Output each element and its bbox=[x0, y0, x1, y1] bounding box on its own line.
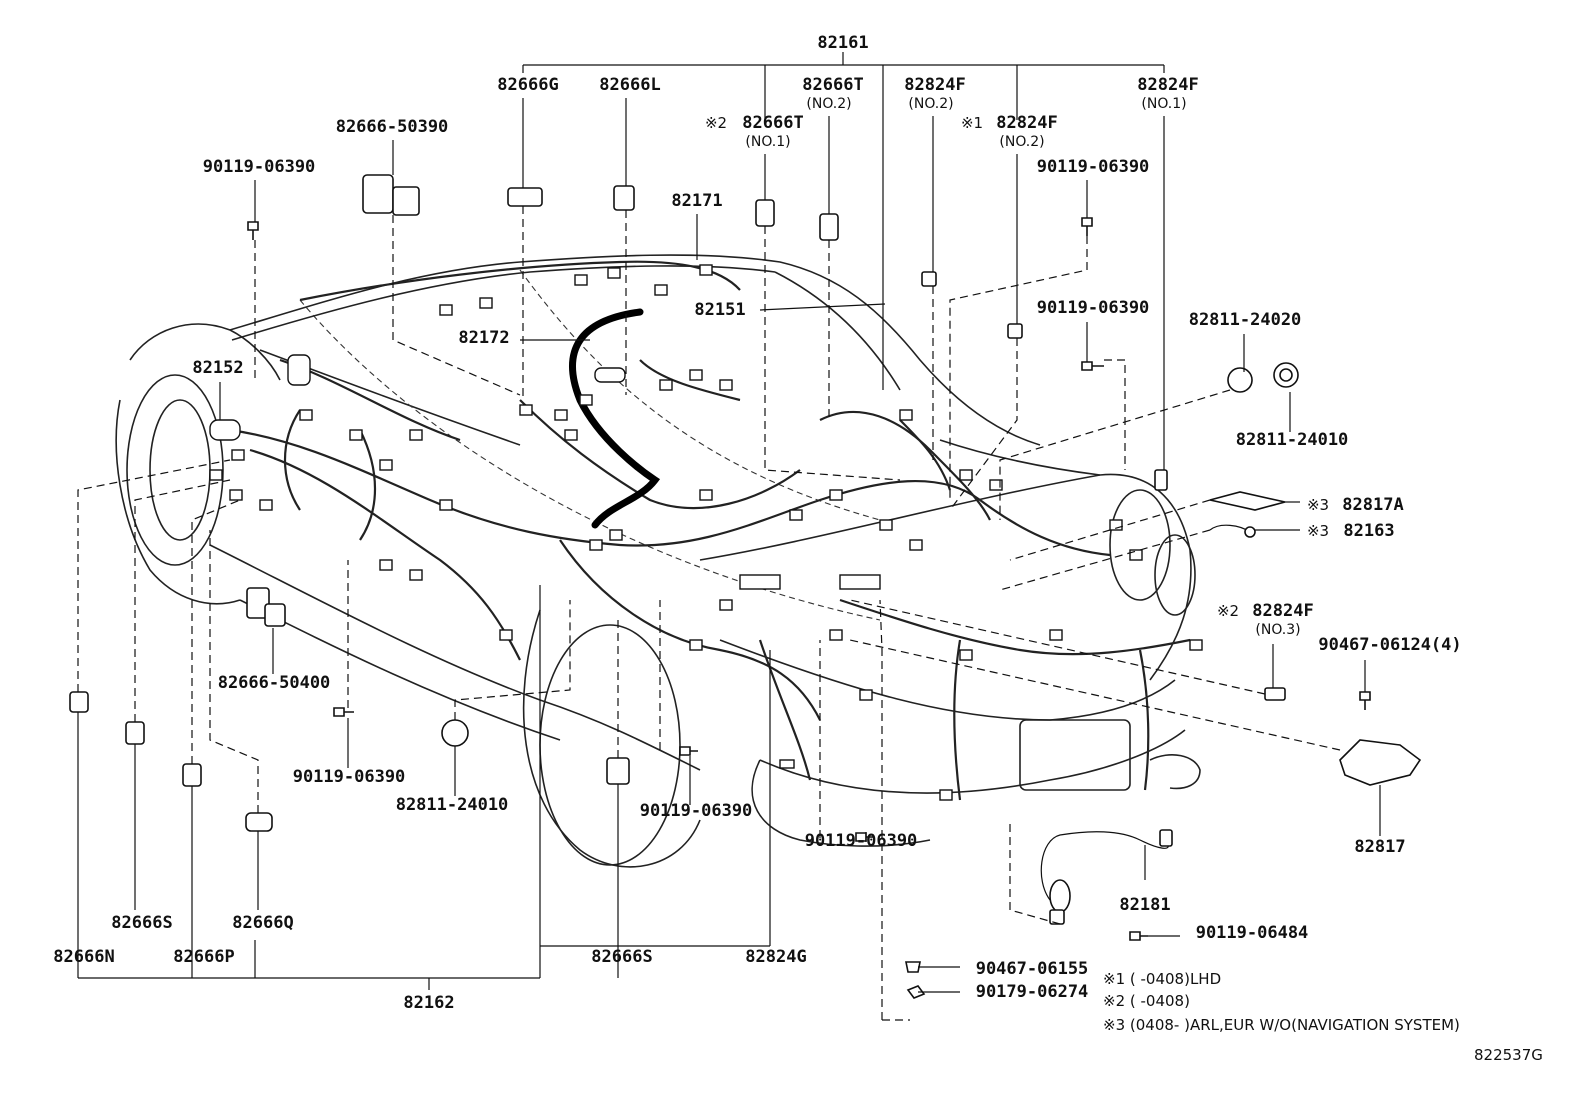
part-label: 82151 bbox=[694, 300, 745, 320]
part-label: 90119-06390 bbox=[203, 157, 316, 177]
part-label: ※1 bbox=[961, 114, 983, 132]
part-label: (NO.1) bbox=[1141, 96, 1186, 112]
part-label: 82666-50400 bbox=[218, 673, 331, 693]
part-label: 82666N bbox=[53, 947, 114, 967]
part-label: 82152 bbox=[192, 358, 243, 378]
part-label: 90119-06390 bbox=[1037, 157, 1150, 177]
part-label: ※2 bbox=[705, 114, 727, 132]
car-body bbox=[115, 254, 1201, 868]
part-label: 82666P bbox=[173, 947, 234, 967]
part-label: 82161 bbox=[817, 33, 868, 53]
part-label: 82811-24010 bbox=[396, 795, 509, 815]
part-label: 82666Q bbox=[232, 913, 293, 933]
part-label: 82811-24010 bbox=[1236, 430, 1349, 450]
part-label: ※2 bbox=[1217, 602, 1239, 620]
part-label: 90119-06484 bbox=[1196, 923, 1309, 943]
part-label: 82666T bbox=[742, 113, 803, 133]
part-label: 90119-06390 bbox=[1037, 298, 1150, 318]
part-label: 82824F bbox=[1252, 601, 1313, 621]
wire-harness bbox=[229, 260, 1191, 801]
part-label: (NO.2) bbox=[908, 96, 953, 112]
part-label: 90467-06124(4) bbox=[1318, 635, 1461, 655]
part-label: 82171 bbox=[671, 191, 722, 211]
dashed-guides bbox=[77, 206, 1341, 1021]
part-label: 82181 bbox=[1119, 895, 1170, 915]
part-label: 82163 bbox=[1343, 521, 1394, 541]
loose-parts bbox=[69, 174, 1422, 999]
part-label: 90119-06390 bbox=[805, 831, 918, 851]
part-label: 82666L bbox=[599, 75, 660, 95]
footnote: ※2 ( -0408) bbox=[1103, 992, 1190, 1010]
part-label: 82666S bbox=[591, 947, 652, 967]
part-label: 82172 bbox=[458, 328, 509, 348]
part-label: 82162 bbox=[403, 993, 454, 1013]
part-label: 82817A bbox=[1342, 495, 1403, 515]
footnote: ※1 ( -0408)LHD bbox=[1103, 970, 1221, 988]
part-label: (NO.1) bbox=[745, 134, 790, 150]
part-label: 82666T bbox=[802, 75, 863, 95]
harness-connectors bbox=[209, 264, 1203, 801]
part-label: 90179-06274 bbox=[976, 982, 1089, 1002]
leader-lines bbox=[77, 52, 1381, 993]
footnote: 822537G bbox=[1474, 1046, 1543, 1064]
part-label: 90467-06155 bbox=[976, 959, 1089, 979]
part-label: 82824F bbox=[1137, 75, 1198, 95]
part-label: ※3 bbox=[1307, 522, 1329, 540]
part-label: 82666S bbox=[111, 913, 172, 933]
part-label: 82666-50390 bbox=[336, 117, 449, 137]
part-label: (NO.2) bbox=[806, 96, 851, 112]
part-label: 90119-06390 bbox=[640, 801, 753, 821]
part-label: (NO.3) bbox=[1255, 622, 1300, 638]
part-label: 82824G bbox=[745, 947, 806, 967]
part-label: 90119-06390 bbox=[293, 767, 406, 787]
part-label: 82824F bbox=[904, 75, 965, 95]
part-label: 82824F bbox=[996, 113, 1057, 133]
footnote: ※3 (0408- )ARL,EUR W/O(NAVIGATION SYSTEM… bbox=[1103, 1016, 1460, 1034]
part-label: ※3 bbox=[1307, 496, 1329, 514]
footnotes: ※1 ( -0408)LHD ※2 ( -0408) ※3 (0408- )ARL,… bbox=[1103, 970, 1543, 1064]
part-label: 82811-24020 bbox=[1189, 310, 1302, 330]
part-label: 82817 bbox=[1354, 837, 1405, 857]
part-label: 82666G bbox=[497, 75, 558, 95]
part-label: (NO.2) bbox=[999, 134, 1044, 150]
